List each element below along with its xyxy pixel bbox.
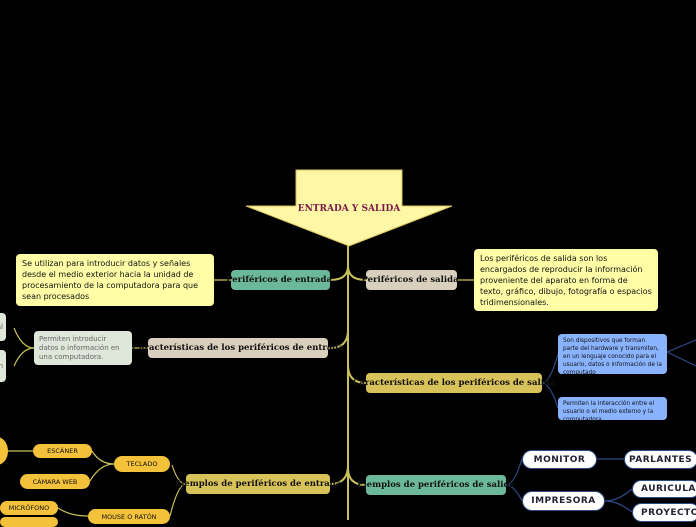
link-note-cut2 <box>13 347 35 367</box>
note-entrada-description[interactable]: Se utilizan para introducir datos y seña… <box>16 254 214 306</box>
link-caract-entrada <box>300 329 349 349</box>
pill-escaner[interactable]: ESCÁNER <box>33 444 92 458</box>
pill-mouse[interactable]: MOUSE O RATÓN <box>88 509 170 524</box>
pill-auriculares[interactable]: AURICULA <box>632 480 696 498</box>
link-caract-salida <box>347 364 367 384</box>
pill-parlantes[interactable]: PARLANTES <box>624 450 696 469</box>
link-teclado-escaner <box>91 450 115 465</box>
topic-perifericos-salida[interactable]: Periféricos de salida. <box>361 270 462 290</box>
note-caracteristicas-entrada[interactable]: Permiten introducir datos o información … <box>34 331 132 365</box>
link-impresora-aur <box>604 488 633 502</box>
note-salida-description[interactable]: Los periféricos de salida son los encarg… <box>474 249 658 311</box>
pill-camara-web[interactable]: CÁMARA WEB <box>20 474 90 489</box>
pill-monitor[interactable]: MONITOR <box>522 450 597 469</box>
image-circle-node[interactable] <box>0 437 8 465</box>
note-salida-dispositivos[interactable]: Son dispositivos que forman parte del ha… <box>558 334 667 376</box>
note-salida-interaccion[interactable]: Permiten la interacción entre el usuario… <box>558 397 667 423</box>
link-caract-s-note2 <box>541 382 559 409</box>
link-ej-s-impresora <box>505 484 523 502</box>
link-teclado-camara <box>89 463 115 482</box>
root-title[interactable]: ENTRADA Y SALIDA <box>297 204 401 214</box>
note-cut-left-2[interactable]: n <box>0 350 6 382</box>
root-arrow-shape <box>245 169 453 247</box>
pill-teclado[interactable]: TECLADO <box>114 456 170 472</box>
topic-perifericos-entrada[interactable]: Periféricos de entrada. <box>226 270 335 290</box>
link-note1-out2 <box>666 351 696 367</box>
topic-ejemplos-salida[interactable]: Ejemplos de periféricos de salida <box>357 475 515 495</box>
link-ej-entrada <box>329 464 349 485</box>
link-ej-salida <box>347 467 367 486</box>
topic-ejemplos-entrada[interactable]: Ejemplos de periféricos de entrada <box>175 474 341 494</box>
link-note-cut1 <box>13 327 35 349</box>
pill-impresora[interactable]: IMPRESORA <box>522 491 605 511</box>
pill-cut-bottom[interactable] <box>0 517 58 527</box>
topic-caracteristicas-salida[interactable]: Características de los periféricos de sa… <box>353 373 555 393</box>
pill-microfono[interactable]: MICRÓFONO <box>0 501 58 515</box>
pill-proyector[interactable]: PROYECTO <box>632 503 696 522</box>
note-cut-left-1[interactable]: al <box>0 313 6 341</box>
link-impresora-proy <box>604 500 633 513</box>
link-note1-out <box>666 339 696 353</box>
link-salida <box>347 265 370 281</box>
topic-caracteristicas-entrada[interactable]: Características de los periféricos de en… <box>132 338 344 358</box>
link-mouse-micro <box>57 507 89 517</box>
link-ej-mouse <box>169 483 187 517</box>
